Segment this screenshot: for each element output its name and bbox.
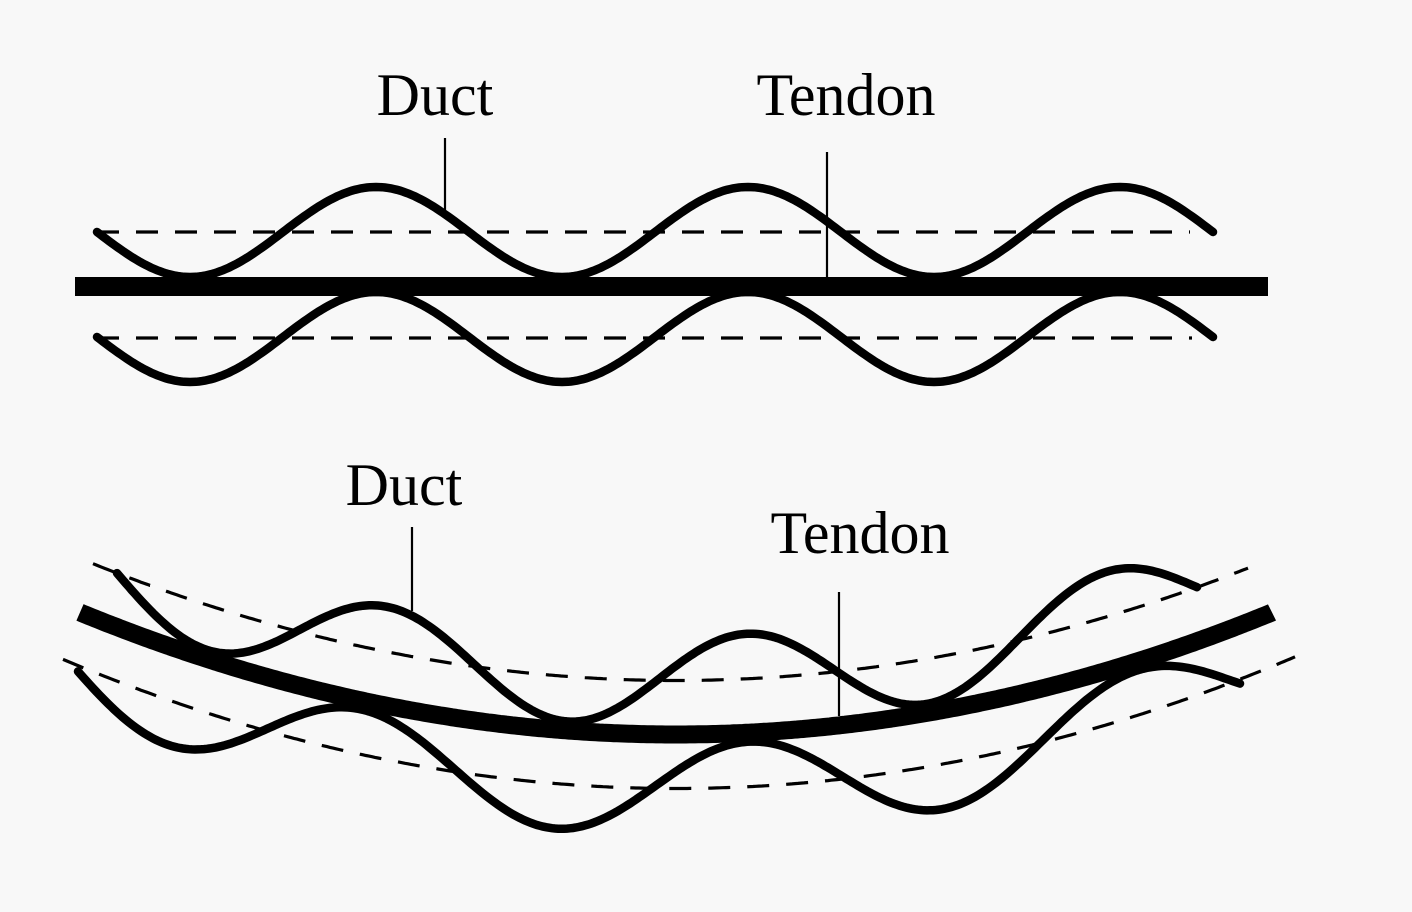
duct-centerline-lower [62,655,1296,791]
tendon-straight-bar [75,277,1268,296]
duct-wall-lower [73,661,1245,833]
duct-wall-upper [92,182,1218,282]
figure-straight-tendon [75,138,1268,387]
duct-label-top: Duct [376,62,494,128]
duct-label-bottom: Duct [345,452,463,518]
tendon-label-top: Tendon [756,62,936,128]
tendon-label-bottom: Tendon [770,500,950,566]
duct-wall-upper [112,564,1202,726]
tendon-draped-bar [76,604,1277,744]
duct-centerline-upper [92,562,1249,683]
figure-draped-tendon [62,527,1296,833]
duct-wall-lower [92,287,1218,387]
